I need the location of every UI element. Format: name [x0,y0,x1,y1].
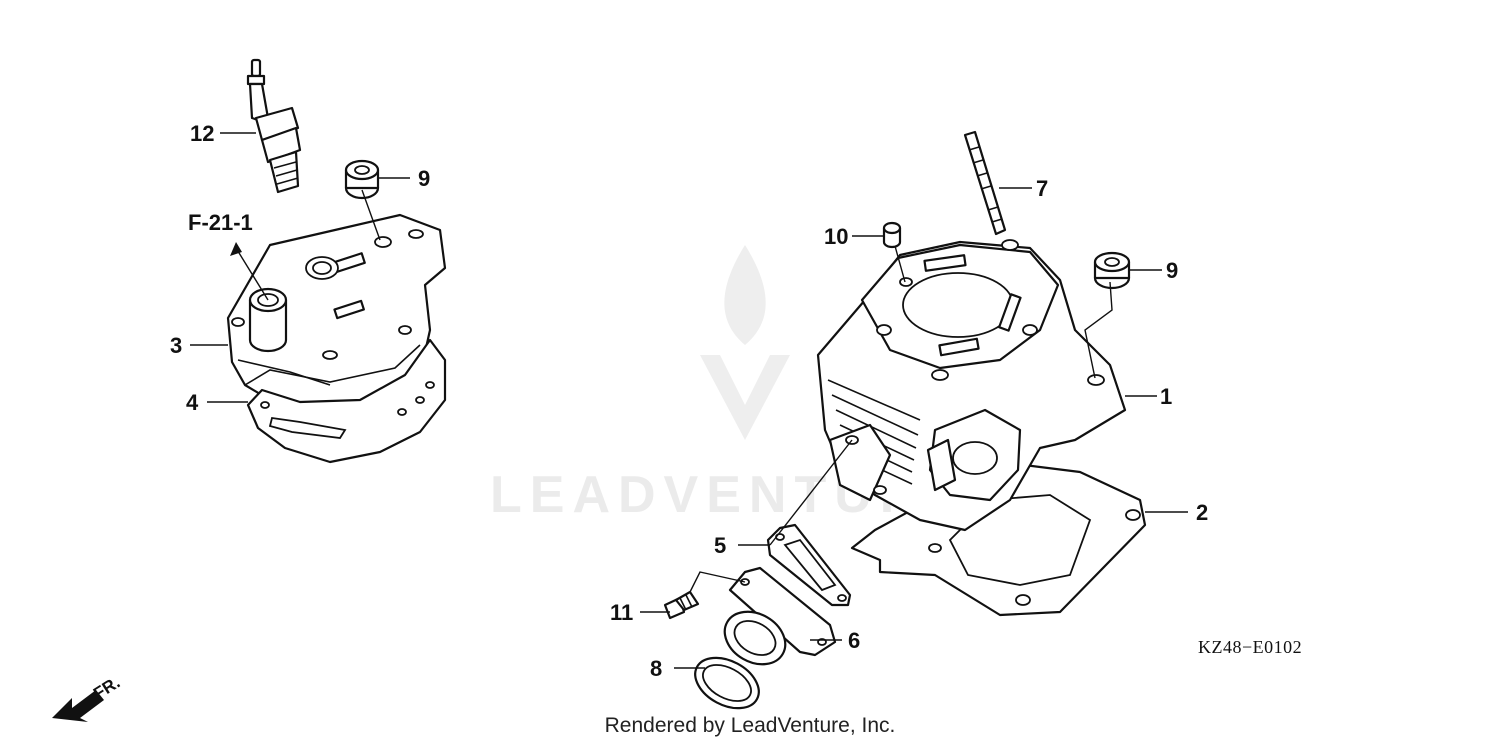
callout-2[interactable]: 2 [1196,500,1208,525]
callout-7[interactable]: 7 [1036,176,1048,201]
callout-4[interactable]: 4 [186,390,199,415]
head-gasket-part[interactable] [246,338,447,464]
callout-10[interactable]: 10 [824,224,848,249]
spark-plug-part[interactable] [246,58,302,194]
callout-12[interactable]: 12 [190,121,214,146]
callout-1[interactable]: 1 [1160,384,1172,409]
callout-6[interactable]: 6 [848,628,860,653]
nut-9-right-part[interactable] [1093,251,1131,290]
stud-bolt-part[interactable] [963,130,1007,236]
dowel-pin-part[interactable] [882,221,902,249]
insulator-part[interactable] [715,566,837,675]
callout-9-right[interactable]: 9 [1166,258,1178,283]
nut-9-left-part[interactable] [344,159,380,200]
callout-9-left[interactable]: 9 [418,166,430,191]
cylinder-part[interactable] [816,239,1127,532]
reference-link-f-21-1[interactable]: F-21-1 [188,210,253,235]
callout-3[interactable]: 3 [170,333,182,358]
cylinder-head-part[interactable] [226,213,447,414]
callout-8[interactable]: 8 [650,656,662,681]
reference-arrow [230,242,269,301]
callout-11[interactable]: 11 [610,600,633,625]
diagram-code: KZ48−E0102 [1198,637,1302,657]
callout-5[interactable]: 5 [714,533,726,558]
front-direction-arrow-icon [52,690,104,722]
bolt-11-part[interactable] [663,590,700,620]
watermark-logo [700,245,790,440]
credit-text: Rendered by LeadVenture, Inc. [604,714,896,737]
reed-gasket-part[interactable] [766,523,852,607]
clamp-band-part[interactable] [687,648,768,719]
leader-lines [190,132,1188,669]
